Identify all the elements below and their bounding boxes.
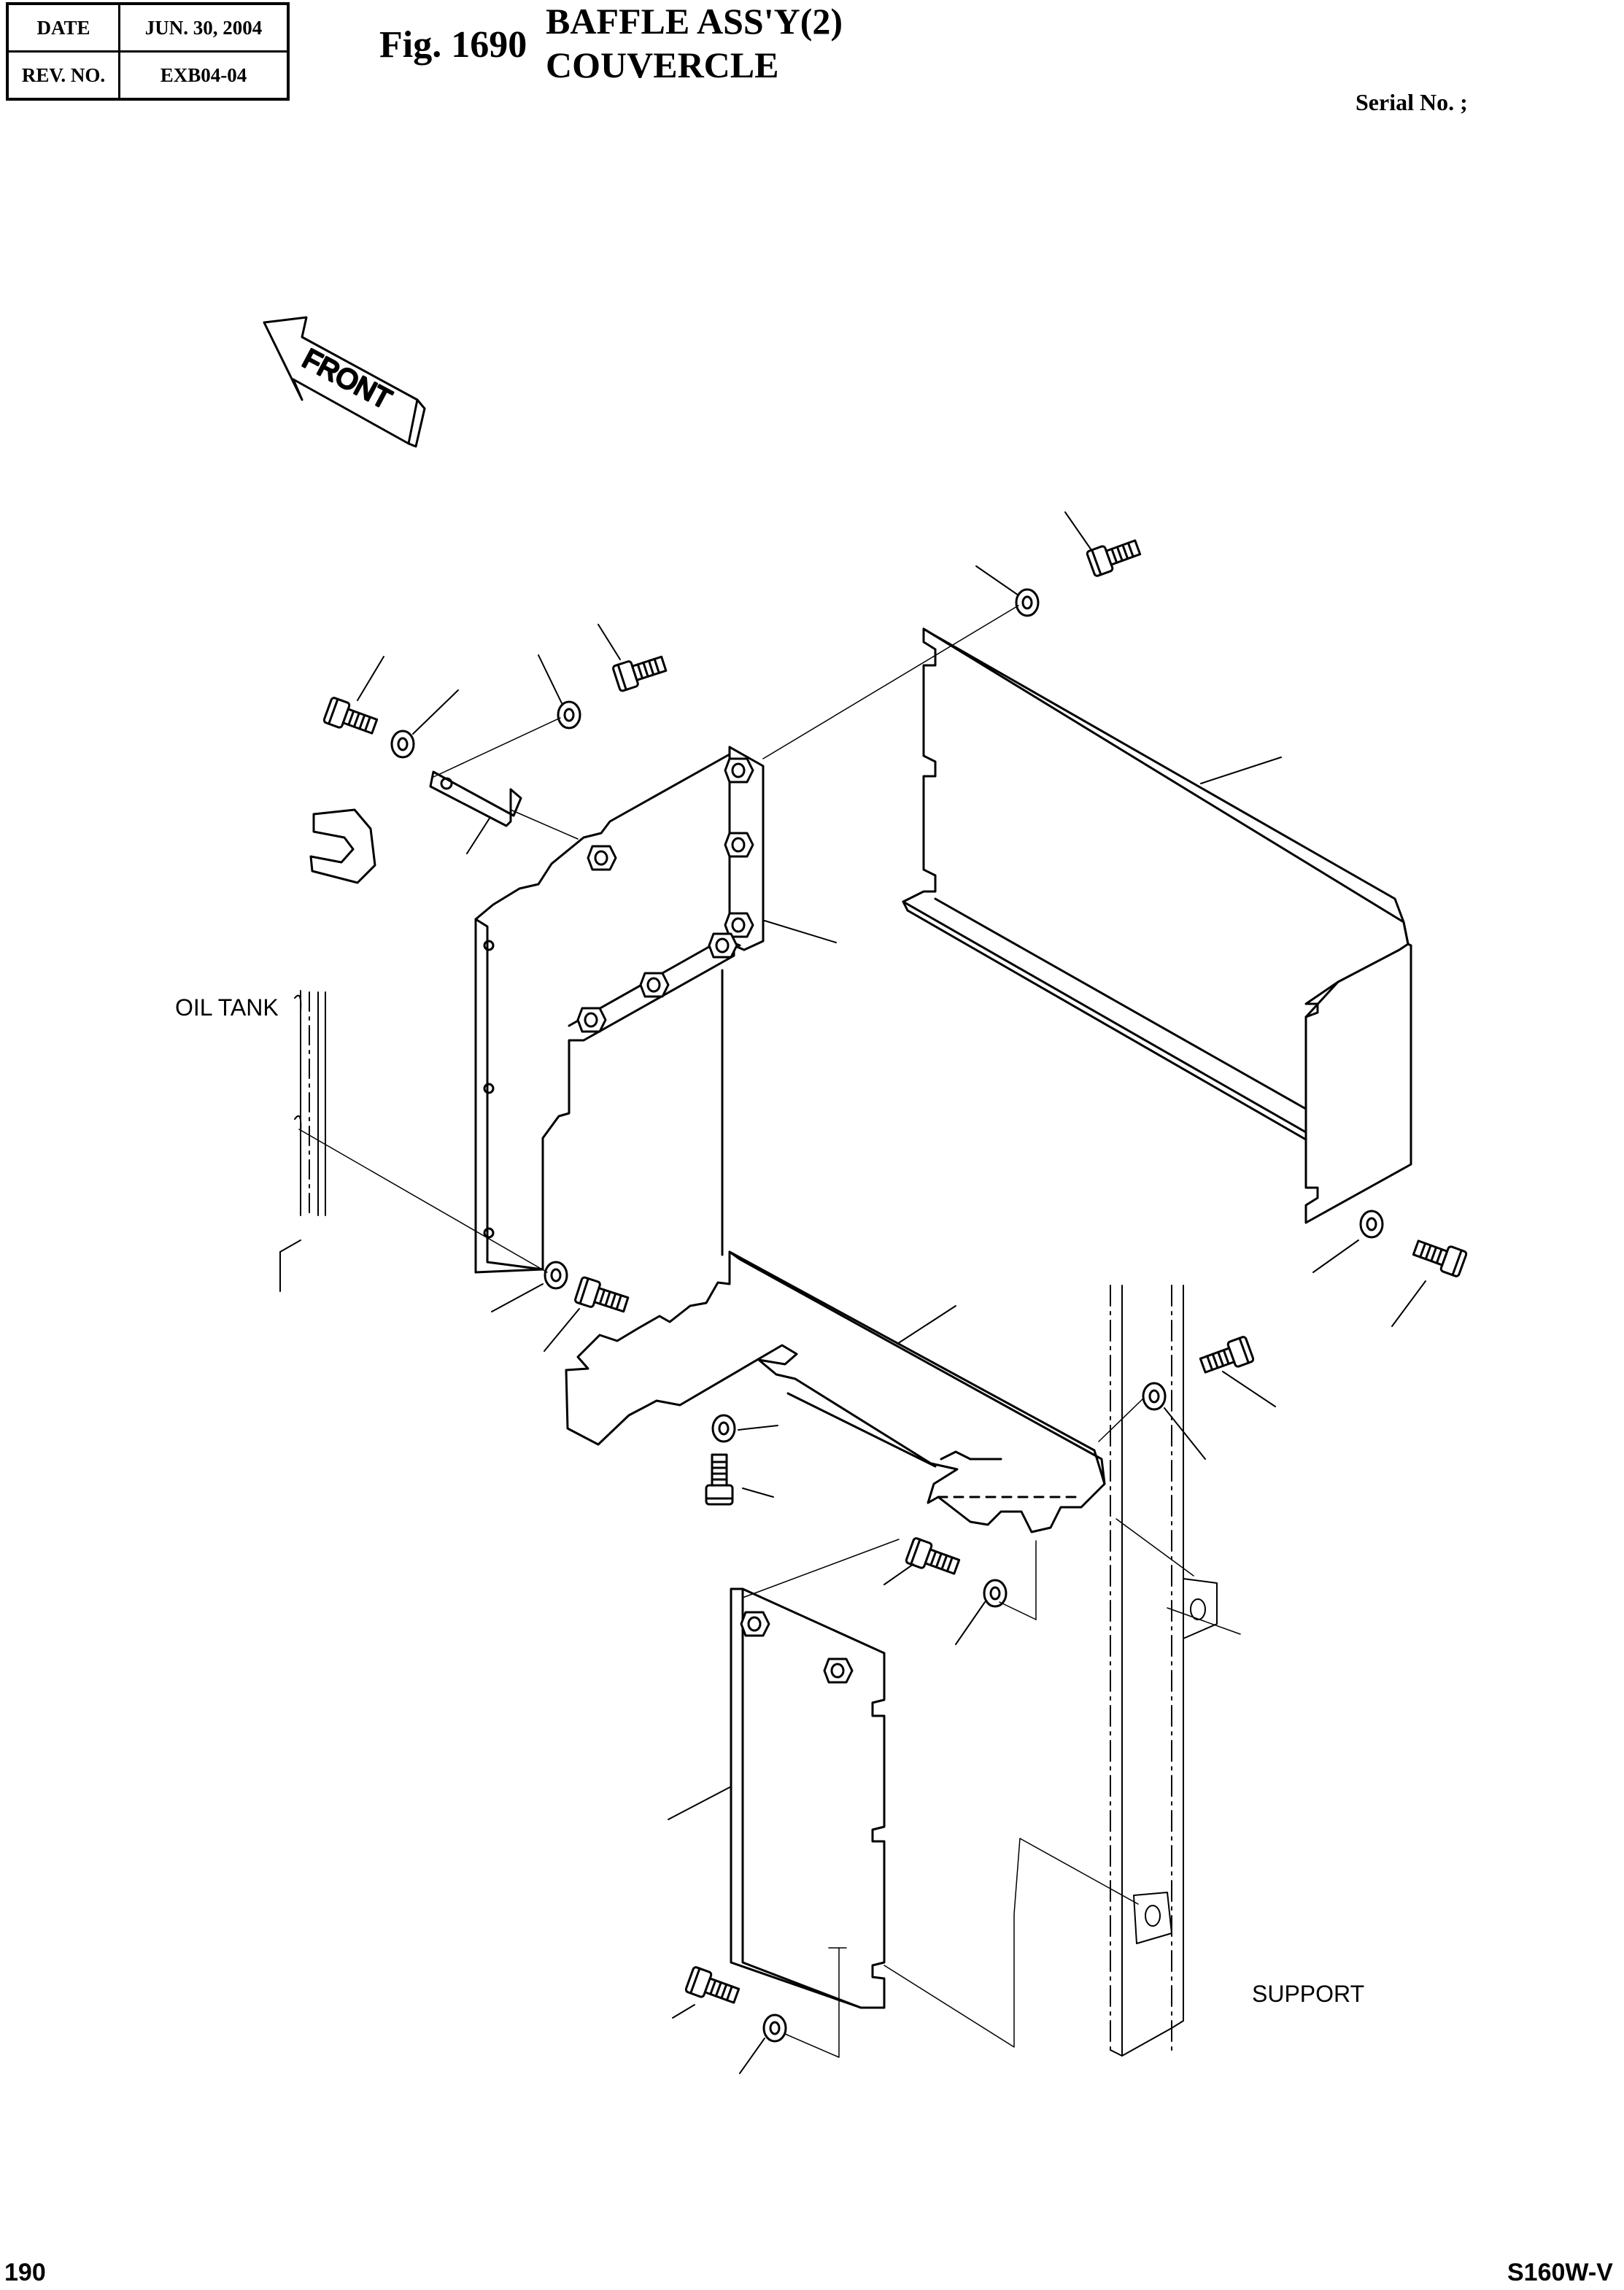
figure-number: Fig. 1690 <box>379 24 527 66</box>
date-value: JUN. 30, 2004 <box>118 2 290 53</box>
washer <box>1142 1382 1167 1411</box>
support-label: SUPPORT <box>1252 1981 1364 2007</box>
bolt <box>904 1536 962 1581</box>
bolt <box>1410 1234 1469 1278</box>
weld-nut <box>576 1007 607 1033</box>
washer <box>1015 588 1040 617</box>
weld-nut <box>724 832 754 858</box>
baffle-plate-right <box>902 627 1412 1224</box>
serial-label: Serial No. ; <box>1356 89 1468 115</box>
support-frame: SUPPORT <box>1110 1285 1364 2057</box>
bolt <box>573 1275 631 1318</box>
washer <box>390 730 415 759</box>
weld-nut <box>724 757 754 784</box>
baffle-plate-center <box>474 746 765 1274</box>
washer <box>711 1414 736 1443</box>
model-code: S160W-V <box>1507 2259 1613 2286</box>
washer <box>557 700 581 730</box>
rev-label: REV. NO. <box>6 50 120 101</box>
washer <box>1359 1210 1384 1239</box>
baffle-tray-bottom <box>565 1250 1106 1533</box>
small-bracket <box>309 770 522 884</box>
bolt <box>1197 1335 1256 1380</box>
front-arrow: FRONT <box>263 316 426 448</box>
bolt <box>322 696 380 740</box>
oil-tank-outline: OIL TANK <box>175 990 326 1292</box>
rev-value: EXB04-04 <box>118 50 290 101</box>
bolt <box>1085 533 1143 578</box>
weld-nut <box>587 845 617 871</box>
washer <box>544 1261 568 1290</box>
oil-tank-label: OIL TANK <box>175 994 279 1021</box>
washer <box>983 1579 1008 1608</box>
bolt <box>705 1453 734 1506</box>
bolt <box>611 650 669 693</box>
baffle-plate-lower <box>730 1587 886 2009</box>
weld-nut <box>639 972 670 998</box>
leader-lines <box>357 511 1426 2074</box>
bolt <box>684 1965 742 2010</box>
figure-title-en: BAFFLE ASS'Y(2) <box>546 1 843 42</box>
assembly-lines <box>298 605 1241 2058</box>
weld-nut <box>708 932 738 959</box>
page-number: 190 <box>4 2259 46 2286</box>
washer <box>762 2014 787 2043</box>
figure-title-fr: COUVERCLE <box>546 45 779 85</box>
header-table: DATE JUN. 30, 2004 REV. NO. EXB04-04 <box>6 2 290 101</box>
date-label: DATE <box>6 2 120 53</box>
